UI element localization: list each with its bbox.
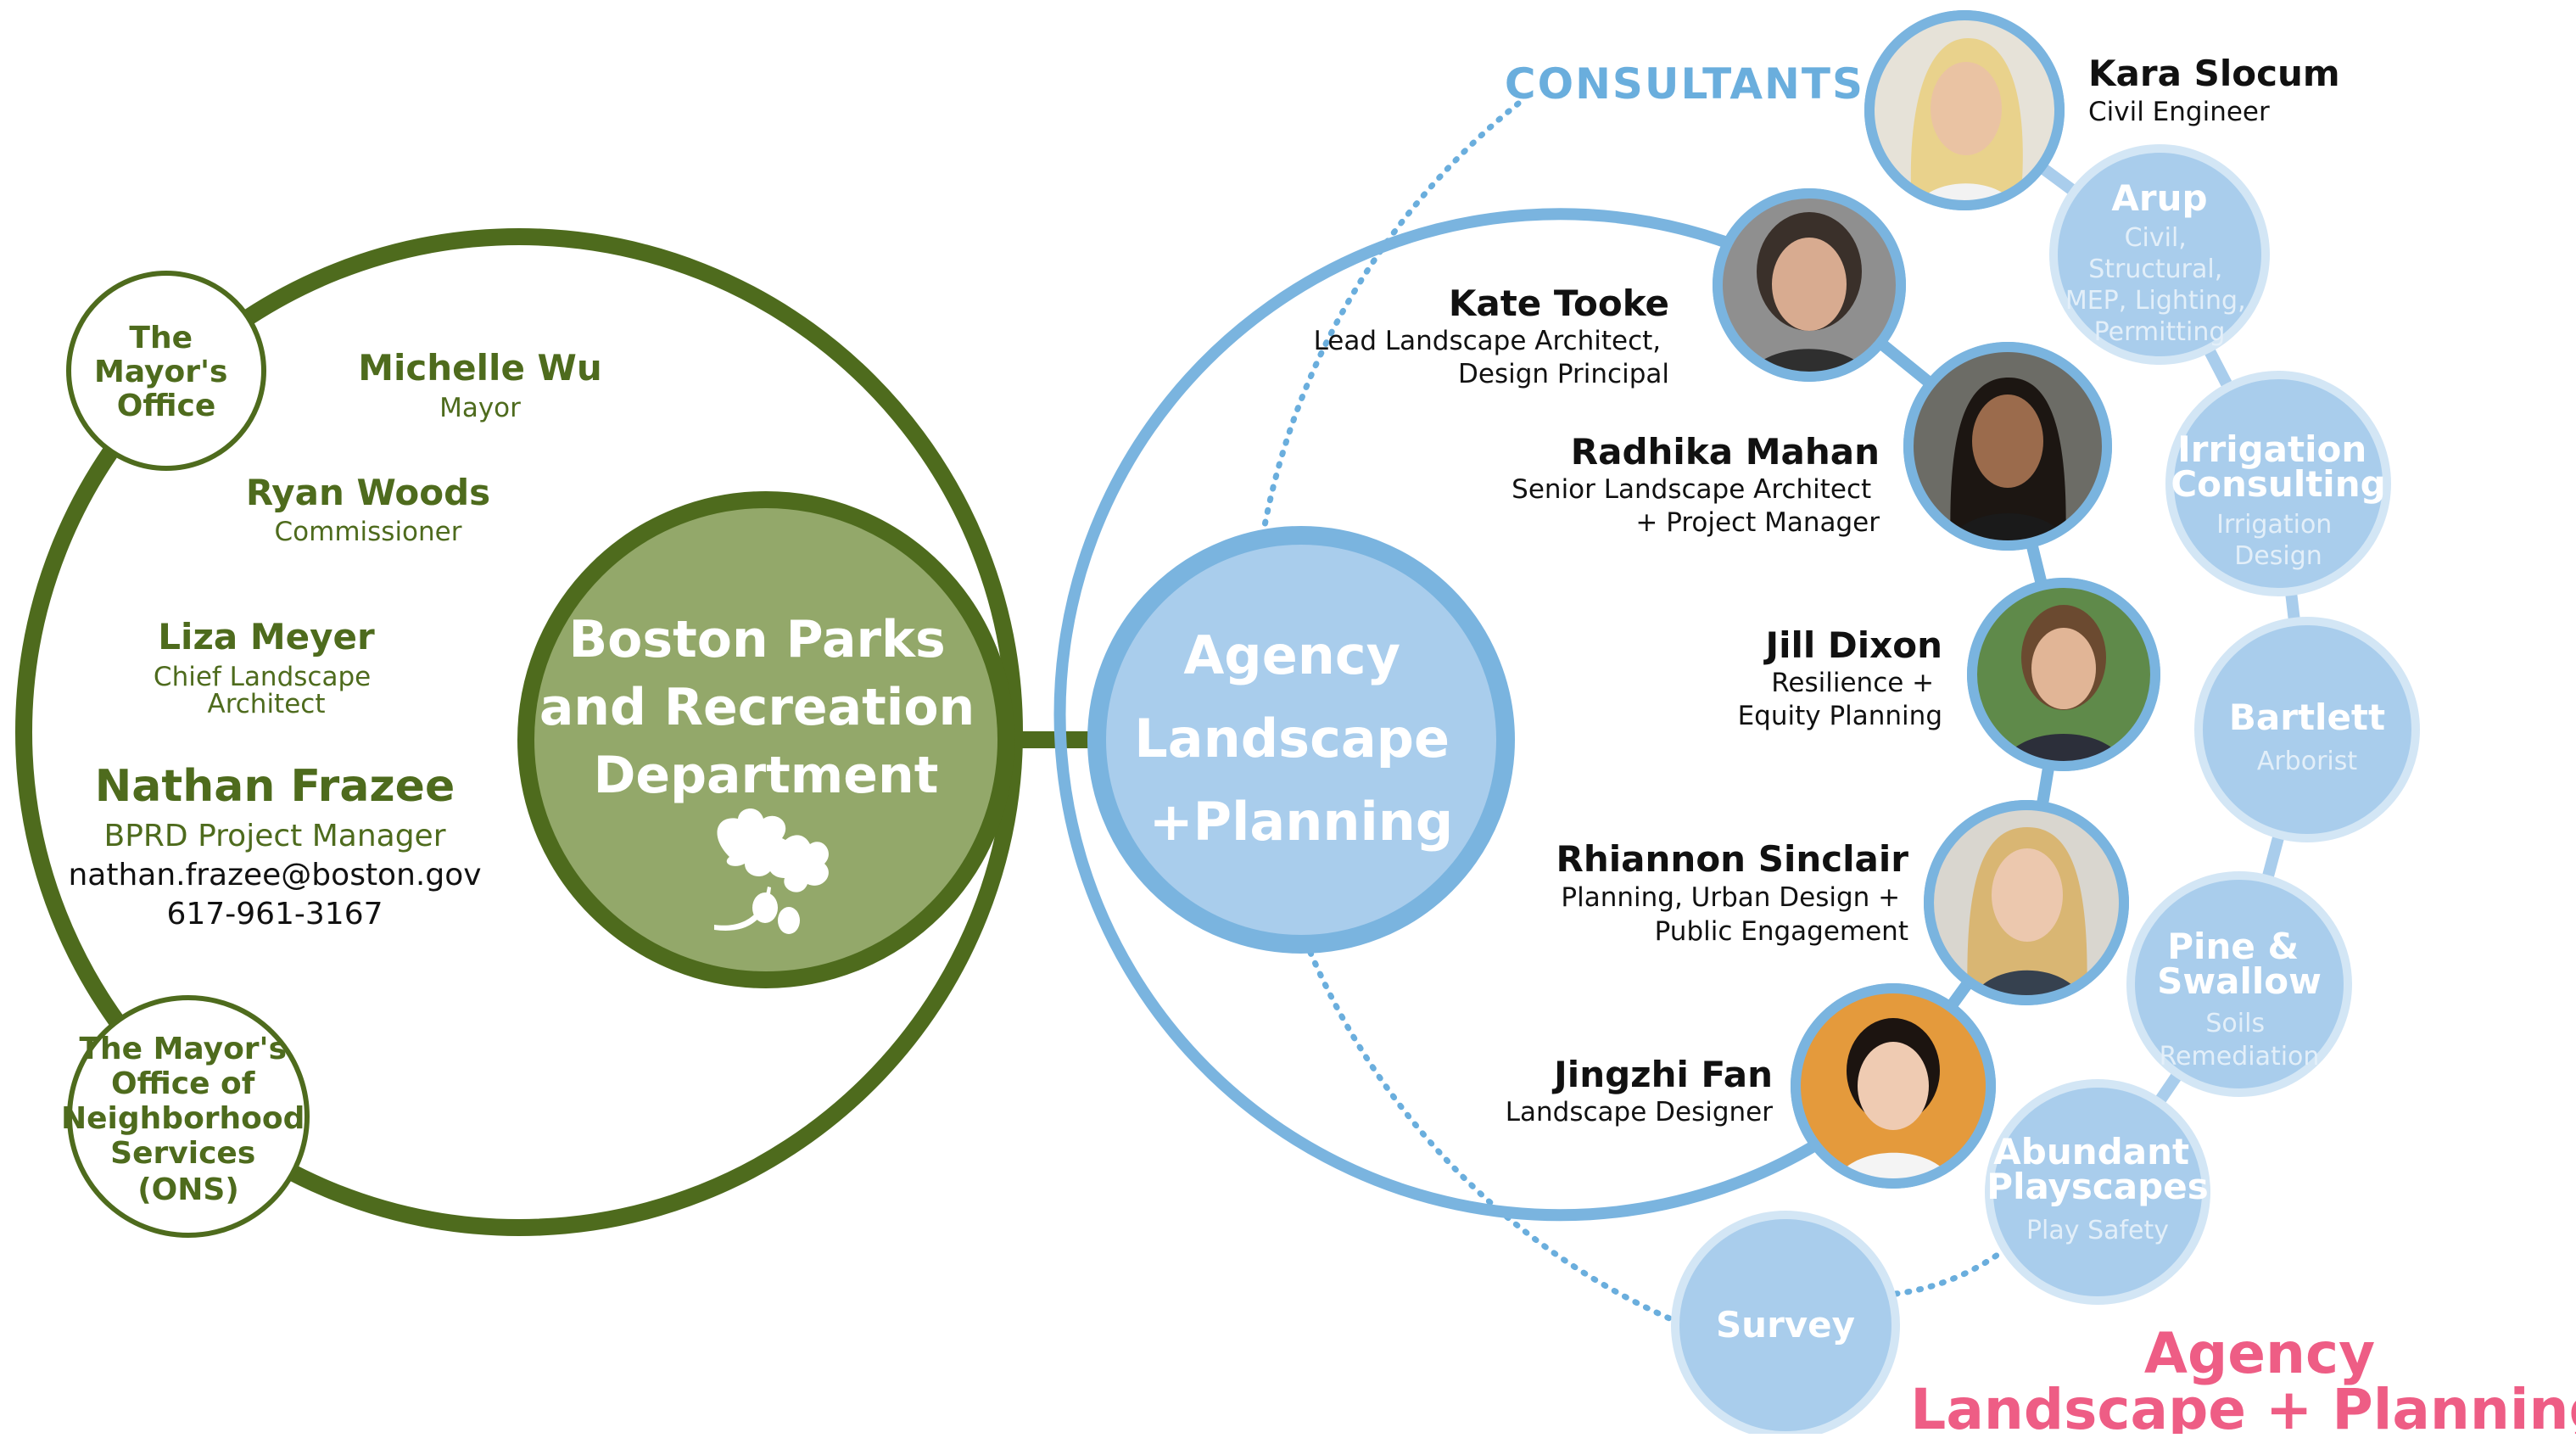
rhiannon-sinclair-title: Planning, Urban Design + Public Engageme…: [1561, 882, 1908, 947]
svg-text:Civil, Structural,: Civil, Structural, MEP, Lighting, Permit…: [2065, 223, 2254, 347]
svg-text:Irrigation Consulting: Irrigation Consulting: [2171, 428, 2385, 505]
portrait-rhiannon-sinclair: [1924, 800, 2129, 1005]
jingzhi-fan-name: Jingzhi Fan: [1551, 1054, 1773, 1095]
consultant-bartlett: Bartlett Arborist: [2194, 617, 2420, 842]
portrait-kara-slocum: [1864, 10, 2065, 210]
kate-tooke-title: Lead Landscape Architect, Design Princip…: [1314, 326, 1669, 389]
agency-hub-label: Agency Landscape +Planning: [1134, 624, 1467, 853]
kara-slocum-title: Civil Engineer: [2088, 97, 2270, 127]
bprd-hub-label: Boston Parks and Recreation Department: [539, 610, 992, 805]
portrait-jingzhi-fan: [1791, 983, 1996, 1189]
consultants-dotted-tail: [1892, 1242, 2014, 1297]
consultant-pine-swallow: Pine & Swallow Soils Remediation: [2126, 871, 2352, 1097]
consultant-irrigation-consulting: Irrigation Consulting Irrigation Design: [2165, 371, 2391, 596]
agency-hub: [1087, 526, 1515, 954]
radhika-mahan-title: Senior Landscape Architect + Project Man…: [1512, 474, 1880, 538]
consultant-arup: Arup Civil, Structural, MEP, Lighting, P…: [2049, 144, 2270, 365]
person-name-michelle-wu: Michelle Wu: [358, 347, 602, 389]
portrait-radhika-mahan: [1903, 342, 2112, 551]
person-title-ryan-woods: Commissioner: [275, 517, 462, 547]
kara-slocum-name: Kara Slocum: [2088, 53, 2340, 94]
svg-text:Soils Remediation: Soils Remediation: [2160, 1009, 2320, 1072]
svg-text:Survey: Survey: [1716, 1304, 1855, 1346]
svg-text:Abundant Playscapes: Abundant Playscapes: [1986, 1131, 2208, 1207]
rhiannon-sinclair-name: Rhiannon Sinclair: [1556, 838, 1909, 880]
person-title-liza-meyer: Chief Landscape Architect: [154, 662, 379, 719]
jill-dixon-title: Resilience + Equity Planning: [1738, 668, 1942, 731]
jingzhi-fan-title: Landscape Designer: [1506, 1097, 1773, 1127]
jill-dixon-name: Jill Dixon: [1763, 624, 1942, 666]
portrait-jill-dixon: [1967, 578, 2160, 771]
consultant-survey: Survey: [1671, 1211, 1900, 1438]
person-title-michelle-wu: Mayor: [439, 393, 521, 423]
pm-title: BPRD Project Manager: [104, 819, 446, 853]
ons-bubble: [67, 995, 310, 1238]
consultants-heading: CONSULTANTS: [1505, 59, 1864, 109]
svg-text:Arborist: Arborist: [2257, 747, 2358, 776]
agency-logo-line2: Landscape + Planning: [1910, 1377, 2576, 1434]
pm-email: nathan.frazee@boston.gov: [68, 858, 481, 892]
svg-text:Irrigation Design: Irrigation Design: [2216, 510, 2340, 571]
agency-logo-line1: Agency: [2144, 1321, 2375, 1386]
mayors-office-bubble: [66, 271, 266, 471]
svg-text:Pine & Swallow: Pine & Swallow: [2157, 926, 2322, 1002]
person-name-ryan-woods: Ryan Woods: [246, 472, 490, 513]
svg-text:Play Safety: Play Safety: [2026, 1216, 2169, 1245]
mayors-office-label: The Mayor's Office: [94, 321, 238, 423]
person-name-liza-meyer: Liza Meyer: [158, 616, 375, 657]
consultant-abundant-playscapes: Abundant Playscapes Play Safety: [1985, 1079, 2210, 1305]
pm-name: Nathan Frazee: [95, 761, 455, 812]
svg-text:Bartlett: Bartlett: [2229, 697, 2385, 738]
pm-phone: 617-961-3167: [166, 897, 383, 932]
portrait-kate-tooke: [1713, 188, 1906, 382]
ons-label: The Mayor's Office of Neighborhood Servi…: [61, 1032, 316, 1207]
radhika-mahan-name: Radhika Mahan: [1571, 431, 1880, 473]
svg-text:Arup: Arup: [2111, 177, 2207, 219]
kate-tooke-name: Kate Tooke: [1449, 283, 1669, 324]
team-ring: [1053, 208, 1819, 1222]
bprd-hub: [517, 491, 1014, 988]
acorn-oak-leaf-icon: [714, 808, 829, 934]
